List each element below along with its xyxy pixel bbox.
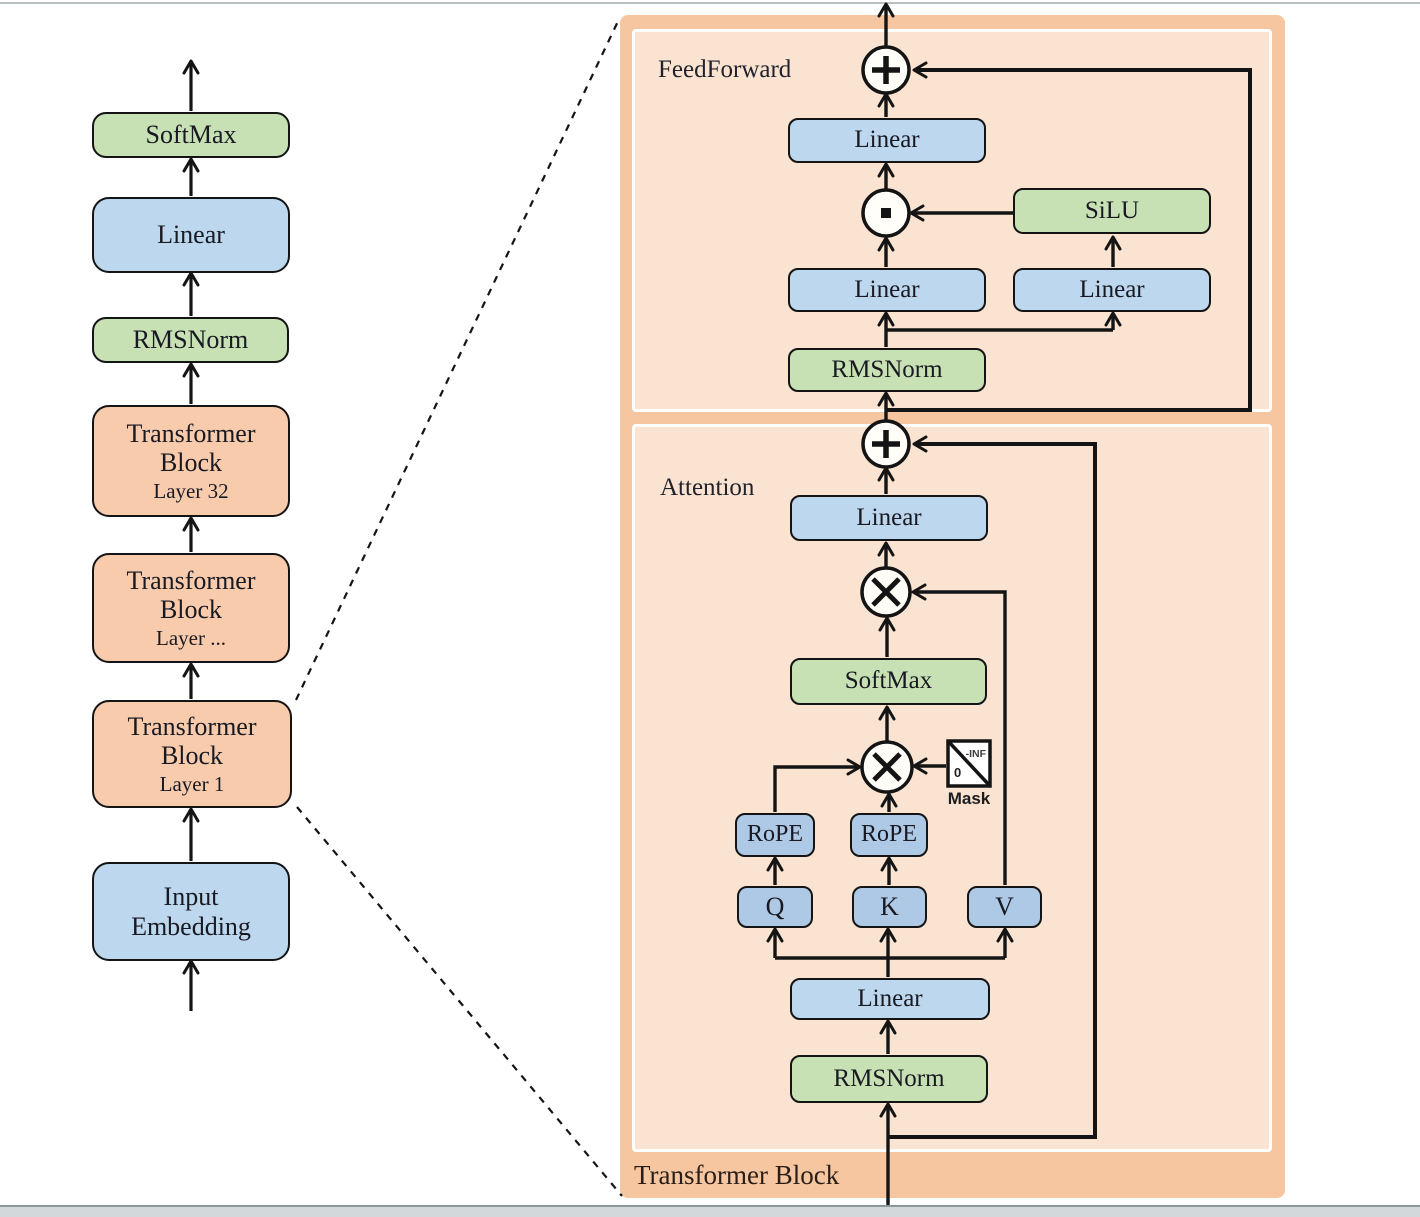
add-icon	[861, 419, 911, 469]
rope-k-block: RoPE	[850, 813, 928, 857]
mask-lower-value: 0	[954, 765, 961, 780]
mask-caption: Mask	[948, 789, 991, 808]
page-top-rule	[0, 2, 1420, 4]
mask-upper-value: -INF	[966, 748, 987, 760]
attn-softmax-block: SoftMax	[790, 658, 987, 705]
block-sublabel: Layer 1	[159, 772, 225, 797]
transformer-block-layer-dots: Transformer Block Layer ...	[92, 553, 290, 663]
transformer-block-title: Transformer Block	[634, 1160, 840, 1190]
transformer-block-layer32: Transformer Block Layer 32	[92, 405, 290, 517]
k-block: K	[852, 886, 927, 928]
ff-linear-up-block: Linear	[1013, 268, 1211, 312]
left-rmsnorm-block: RMSNorm	[92, 317, 289, 363]
block-sublabel: Layer ...	[156, 626, 226, 651]
attention-title: Attention	[660, 474, 755, 501]
attn-rmsnorm-block: RMSNorm	[790, 1055, 988, 1103]
block-sublabel: Layer 32	[153, 479, 229, 504]
rope-q-wire	[773, 758, 862, 812]
left-softmax-block: SoftMax	[92, 112, 290, 158]
residual-wires	[886, 61, 1252, 1139]
block-label: Transformer Block	[127, 711, 257, 771]
zoom-guide-dashed-bottom	[296, 806, 623, 1197]
attn-linear-out-block: Linear	[790, 495, 988, 541]
page-bottom-rule	[0, 1205, 1420, 1217]
right-panel-arrows	[766, 2, 1122, 1205]
feedforward-residual-wire	[886, 61, 1252, 412]
block-label: Transformer Block	[126, 565, 256, 625]
zoom-guide-dashed-top	[295, 16, 621, 701]
attn-linear-in-block: Linear	[790, 978, 990, 1020]
block-label: Transformer Block	[126, 418, 256, 478]
multiply-icon	[860, 566, 912, 618]
left-linear-block: Linear	[92, 197, 290, 273]
v-block: V	[967, 886, 1042, 928]
multiply-icon	[860, 740, 914, 794]
input-embedding-block: Input Embedding	[92, 862, 290, 961]
elementwise-product-icon	[861, 188, 911, 238]
transformer-block-layer1: Transformer Block Layer 1	[92, 700, 292, 808]
ff-linear-gate-block: Linear	[788, 268, 986, 312]
q-block: Q	[737, 886, 813, 928]
feedforward-title: FeedForward	[658, 56, 792, 83]
right-panel-segments	[775, 328, 1113, 960]
add-icon	[861, 45, 911, 95]
mask-icon: -INF 0 Mask	[946, 739, 992, 808]
ff-linear-out-block: Linear	[788, 118, 986, 163]
attention-panel	[632, 424, 1272, 1152]
ff-rmsnorm-block: RMSNorm	[788, 348, 986, 392]
silu-block: SiLU	[1013, 188, 1211, 234]
v-wire	[911, 583, 1007, 885]
attention-residual-wire	[888, 435, 1097, 1139]
rope-q-block: RoPE	[735, 813, 815, 857]
